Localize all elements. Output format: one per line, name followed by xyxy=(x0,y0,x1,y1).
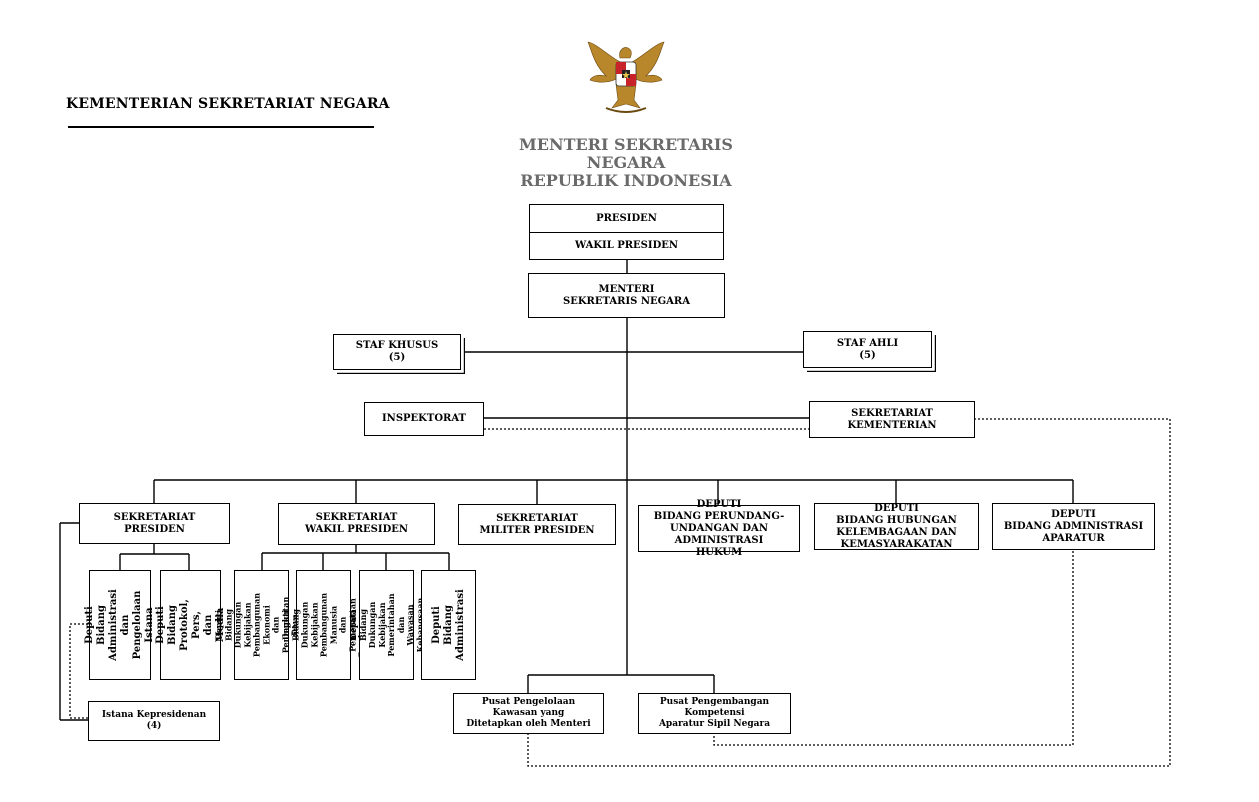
main-heading: MENTERI SEKRETARIS NEGARA REPUBLIK INDON… xyxy=(480,136,772,190)
sekretariat-wakil-presiden-box: SEKRETARIAT WAKIL PRESIDEN xyxy=(278,503,435,545)
deputi-protokol-box: Deputi Bidang Protokol, Pers, dan Media xyxy=(155,570,226,680)
deputi-manusia-box: Deputi Bidang Dukungan Kebijakan Pembang… xyxy=(280,570,366,680)
presiden-box: PRESIDEN xyxy=(529,204,724,234)
sekretariat-presiden-box: SEKRETARIAT PRESIDEN xyxy=(79,503,230,544)
inspektorat-box: INSPEKTORAT xyxy=(364,402,484,436)
deputi-hubungan-box: DEPUTI BIDANG HUBUNGAN KELEMBAGAAN DAN K… xyxy=(814,503,979,550)
deputi-administrasi-istana-box: Deputi Bidang Administrasi dan Pengelola… xyxy=(84,570,155,680)
garuda-emblem-icon xyxy=(587,41,665,113)
heading-line-1: MENTERI SEKRETARIS NEGARA xyxy=(519,135,733,172)
title-underline xyxy=(68,126,374,128)
deputi-administrasi-istana-label: Deputi Bidang Administrasi dan Pengelola… xyxy=(84,589,155,661)
wakil-presiden-box: WAKIL PRESIDEN xyxy=(529,232,724,260)
sekretariat-militer-box: SEKRETARIAT MILITER PRESIDEN xyxy=(458,504,616,545)
deputi-ekonomi-box: Deputi Bidang Dukungan Kebijakan Pembang… xyxy=(213,570,309,680)
heading-line-2: REPUBLIK INDONESIA xyxy=(520,171,732,190)
sekretariat-kementerian-box: SEKRETARIAT KEMENTERIAN xyxy=(809,401,975,438)
deputi-administrasi-box: Deputi Bidang Administrasi xyxy=(421,570,476,680)
deputi-administrasi-label: Deputi Bidang Administrasi xyxy=(430,589,466,661)
deputi-aparatur-box: DEPUTI BIDANG ADMINISTRASI APARATUR xyxy=(992,503,1155,550)
organization-title: KEMENTERIAN SEKRETARIAT NEGARA xyxy=(66,96,390,112)
staf-ahli-box: STAF AHLI (5) xyxy=(803,331,932,368)
deputi-pemerintahan-box: Deputi Bidang Dukungan Kebijakan Pemerin… xyxy=(348,570,424,680)
deputi-perundangan-box: DEPUTI BIDANG PERUNDANG- UNDANGAN DAN AD… xyxy=(638,499,800,558)
staf-khusus-box: STAF KHUSUS (5) xyxy=(333,334,461,370)
pusat-kompetensi-box: Pusat Pengembangan Kompetensi Aparatur S… xyxy=(638,693,791,734)
istana-kepresidenan-box: Istana Kepresidenan (4) xyxy=(88,701,220,741)
menteri-box: MENTERI SEKRETARIS NEGARA xyxy=(528,273,725,318)
deputi-pemerintahan-label: Deputi Bidang Dukungan Kebijakan Pemerin… xyxy=(347,593,425,657)
pusat-kawasan-box: Pusat Pengelolaan Kawasan yang Ditetapka… xyxy=(453,693,604,734)
